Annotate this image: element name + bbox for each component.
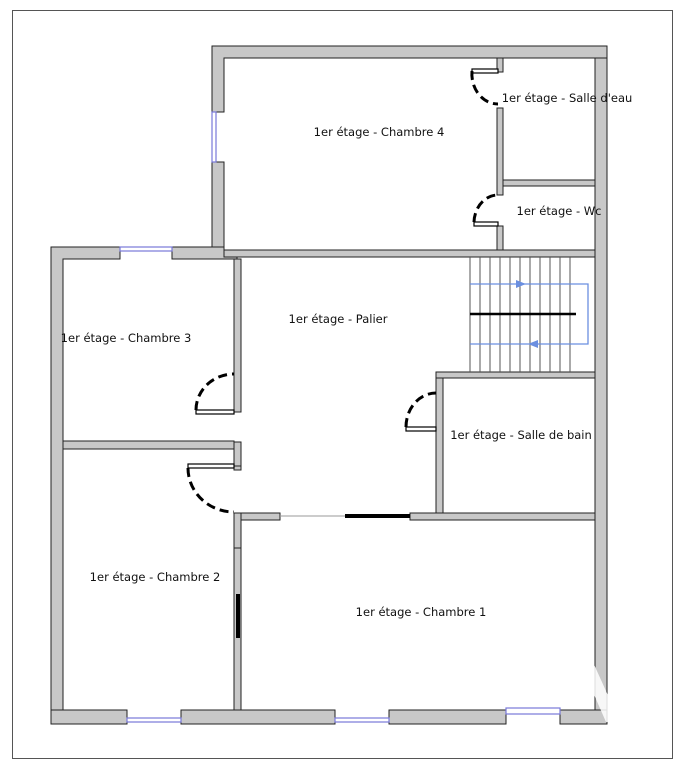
page-border <box>12 10 673 759</box>
door-arc <box>404 391 437 428</box>
door-swing-icon <box>405 426 437 432</box>
watermark <box>592 660 666 722</box>
door-swing-icon <box>471 68 499 74</box>
wall-sdb-top <box>435 371 596 379</box>
door-swing-icon <box>195 409 235 415</box>
wall-top-left-b <box>171 246 238 260</box>
room-label-chambre-1: 1er étage - Chambre 1 <box>356 605 487 619</box>
wall-c3-palier <box>233 258 242 467</box>
window-icon <box>126 717 182 723</box>
wall-upper-bottom <box>223 249 596 258</box>
door-arc <box>194 372 235 411</box>
watermark-shape <box>592 660 620 722</box>
watermark-shape <box>652 660 666 722</box>
room-label-salle-de-bain: 1er étage - Salle de bain <box>450 428 592 442</box>
wall-c2-palier <box>233 465 242 549</box>
room-label-palier: 1er étage - Palier <box>289 312 388 326</box>
window-icon <box>334 717 390 723</box>
room-label-salle-eau: 1er étage - Salle d'eau <box>502 91 633 105</box>
doors <box>186 68 499 514</box>
wall-c3-c2 <box>62 440 235 450</box>
room-label-wc: 1er étage - Wc <box>517 204 602 218</box>
door-arc <box>186 467 235 514</box>
window-icon <box>211 111 217 163</box>
wall-c4-salle-eau <box>496 57 504 251</box>
door-swing-icon <box>473 221 499 227</box>
wall-left-upper <box>211 161 225 249</box>
arrow-head-icon <box>516 280 526 288</box>
door-arc <box>470 70 499 106</box>
window-icon <box>119 246 173 252</box>
wall-right-outer <box>594 57 608 723</box>
staircase-icon <box>469 257 589 372</box>
room-labels: 1er étage - Chambre 4 1er étage - Salle … <box>61 91 633 619</box>
room-label-chambre-2: 1er étage - Chambre 2 <box>90 570 221 584</box>
wall-segment-dark <box>345 514 410 518</box>
wall-segment-dark <box>236 594 240 638</box>
arrow-head-icon <box>528 340 538 348</box>
wall-palier-c1-b <box>409 512 596 521</box>
door-swing-icon <box>187 463 235 469</box>
wall-salle-eau-wc <box>502 179 596 187</box>
wall-top-left <box>50 246 121 711</box>
wall-palier-c1-a <box>240 512 281 521</box>
window-icon <box>505 707 561 715</box>
room-label-chambre-4: 1er étage - Chambre 4 <box>314 125 445 139</box>
wall-sdb-left <box>435 371 444 514</box>
walls <box>50 45 608 725</box>
wall-bottom <box>50 709 608 725</box>
windows <box>119 111 561 723</box>
room-label-chambre-3: 1er étage - Chambre 3 <box>61 331 192 345</box>
door-arc <box>472 193 499 223</box>
